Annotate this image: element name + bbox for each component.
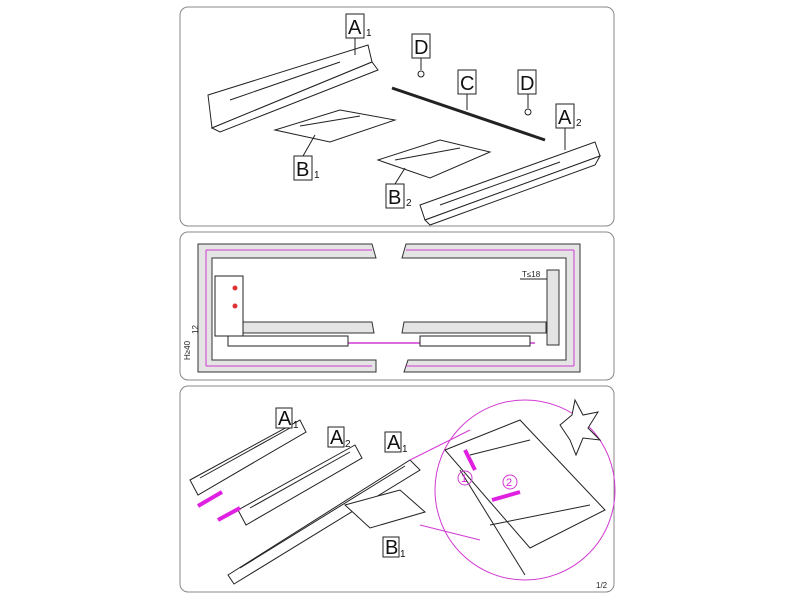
label-d-right: D bbox=[517, 69, 537, 108]
svg-text:1: 1 bbox=[314, 170, 320, 181]
label-b1: B 1 bbox=[382, 536, 406, 560]
svg-text:A: A bbox=[330, 427, 344, 449]
runner-a2 bbox=[237, 444, 363, 526]
label-d-left: D bbox=[411, 33, 431, 70]
locking-device-b2 bbox=[376, 139, 492, 179]
panel-frame bbox=[179, 6, 615, 227]
runner-a1-right bbox=[227, 459, 421, 585]
page-number: 1/2 bbox=[596, 581, 608, 590]
runner-a1 bbox=[207, 44, 379, 133]
panel-components: A 1 D C D A 2 B 1 bbox=[179, 6, 615, 227]
runner-a1-left bbox=[189, 419, 307, 496]
svg-text:D: D bbox=[520, 73, 534, 95]
step1-arrow bbox=[463, 449, 477, 471]
svg-text:D: D bbox=[414, 37, 428, 59]
offset-label: 12 bbox=[191, 325, 200, 334]
label-b1: B 1 bbox=[293, 134, 320, 181]
step1-badge bbox=[457, 470, 473, 486]
svg-text:1: 1 bbox=[461, 473, 467, 485]
svg-text:2: 2 bbox=[345, 439, 351, 450]
height-label: H≥40 bbox=[183, 340, 192, 360]
step2-badge bbox=[502, 474, 518, 490]
runner-a2 bbox=[419, 141, 602, 226]
panel-installation: 1 2 A 1 A 2 A 1 B 1 1/2 bbox=[179, 385, 616, 593]
svg-text:B: B bbox=[388, 187, 401, 209]
locking-device-b1 bbox=[273, 109, 397, 143]
svg-text:2: 2 bbox=[506, 477, 512, 489]
svg-text:1: 1 bbox=[366, 28, 372, 39]
label-a2: A 2 bbox=[327, 426, 351, 450]
svg-text:B: B bbox=[385, 537, 398, 559]
svg-text:C: C bbox=[460, 73, 474, 95]
locking-device-b1 bbox=[343, 489, 427, 529]
step2-arrow bbox=[491, 490, 521, 502]
label-c: C bbox=[457, 69, 477, 110]
svg-text:A: A bbox=[558, 107, 572, 129]
rod-c bbox=[391, 86, 546, 142]
cabinet-section bbox=[197, 243, 581, 373]
magnifier-circle bbox=[434, 399, 616, 581]
svg-text:2: 2 bbox=[406, 198, 412, 209]
label-b2: B 2 bbox=[385, 167, 412, 209]
thickness-label: T≤18 bbox=[522, 270, 541, 279]
svg-text:2: 2 bbox=[576, 118, 582, 129]
pull-arrows bbox=[196, 490, 241, 522]
svg-text:B: B bbox=[296, 159, 309, 181]
click-sound-icon bbox=[559, 398, 602, 457]
svg-text:A: A bbox=[387, 432, 401, 454]
screw-d bbox=[417, 70, 425, 78]
svg-text:A: A bbox=[278, 408, 292, 430]
svg-text:1: 1 bbox=[402, 444, 408, 455]
svg-text:1: 1 bbox=[293, 420, 299, 431]
panel-cross-section: T≤18 H≥40 12 bbox=[179, 231, 615, 381]
label-a2: A 2 bbox=[555, 103, 582, 150]
label-a1-right: A 1 bbox=[384, 431, 408, 455]
label-a1: A 1 bbox=[345, 13, 372, 55]
zoomed-locking-device bbox=[444, 419, 606, 576]
screw-d bbox=[524, 108, 532, 116]
svg-text:1: 1 bbox=[400, 549, 406, 560]
drawer-front-bracket bbox=[214, 275, 244, 337]
svg-text:A: A bbox=[348, 17, 362, 39]
label-a1-left: A 1 bbox=[275, 407, 299, 431]
